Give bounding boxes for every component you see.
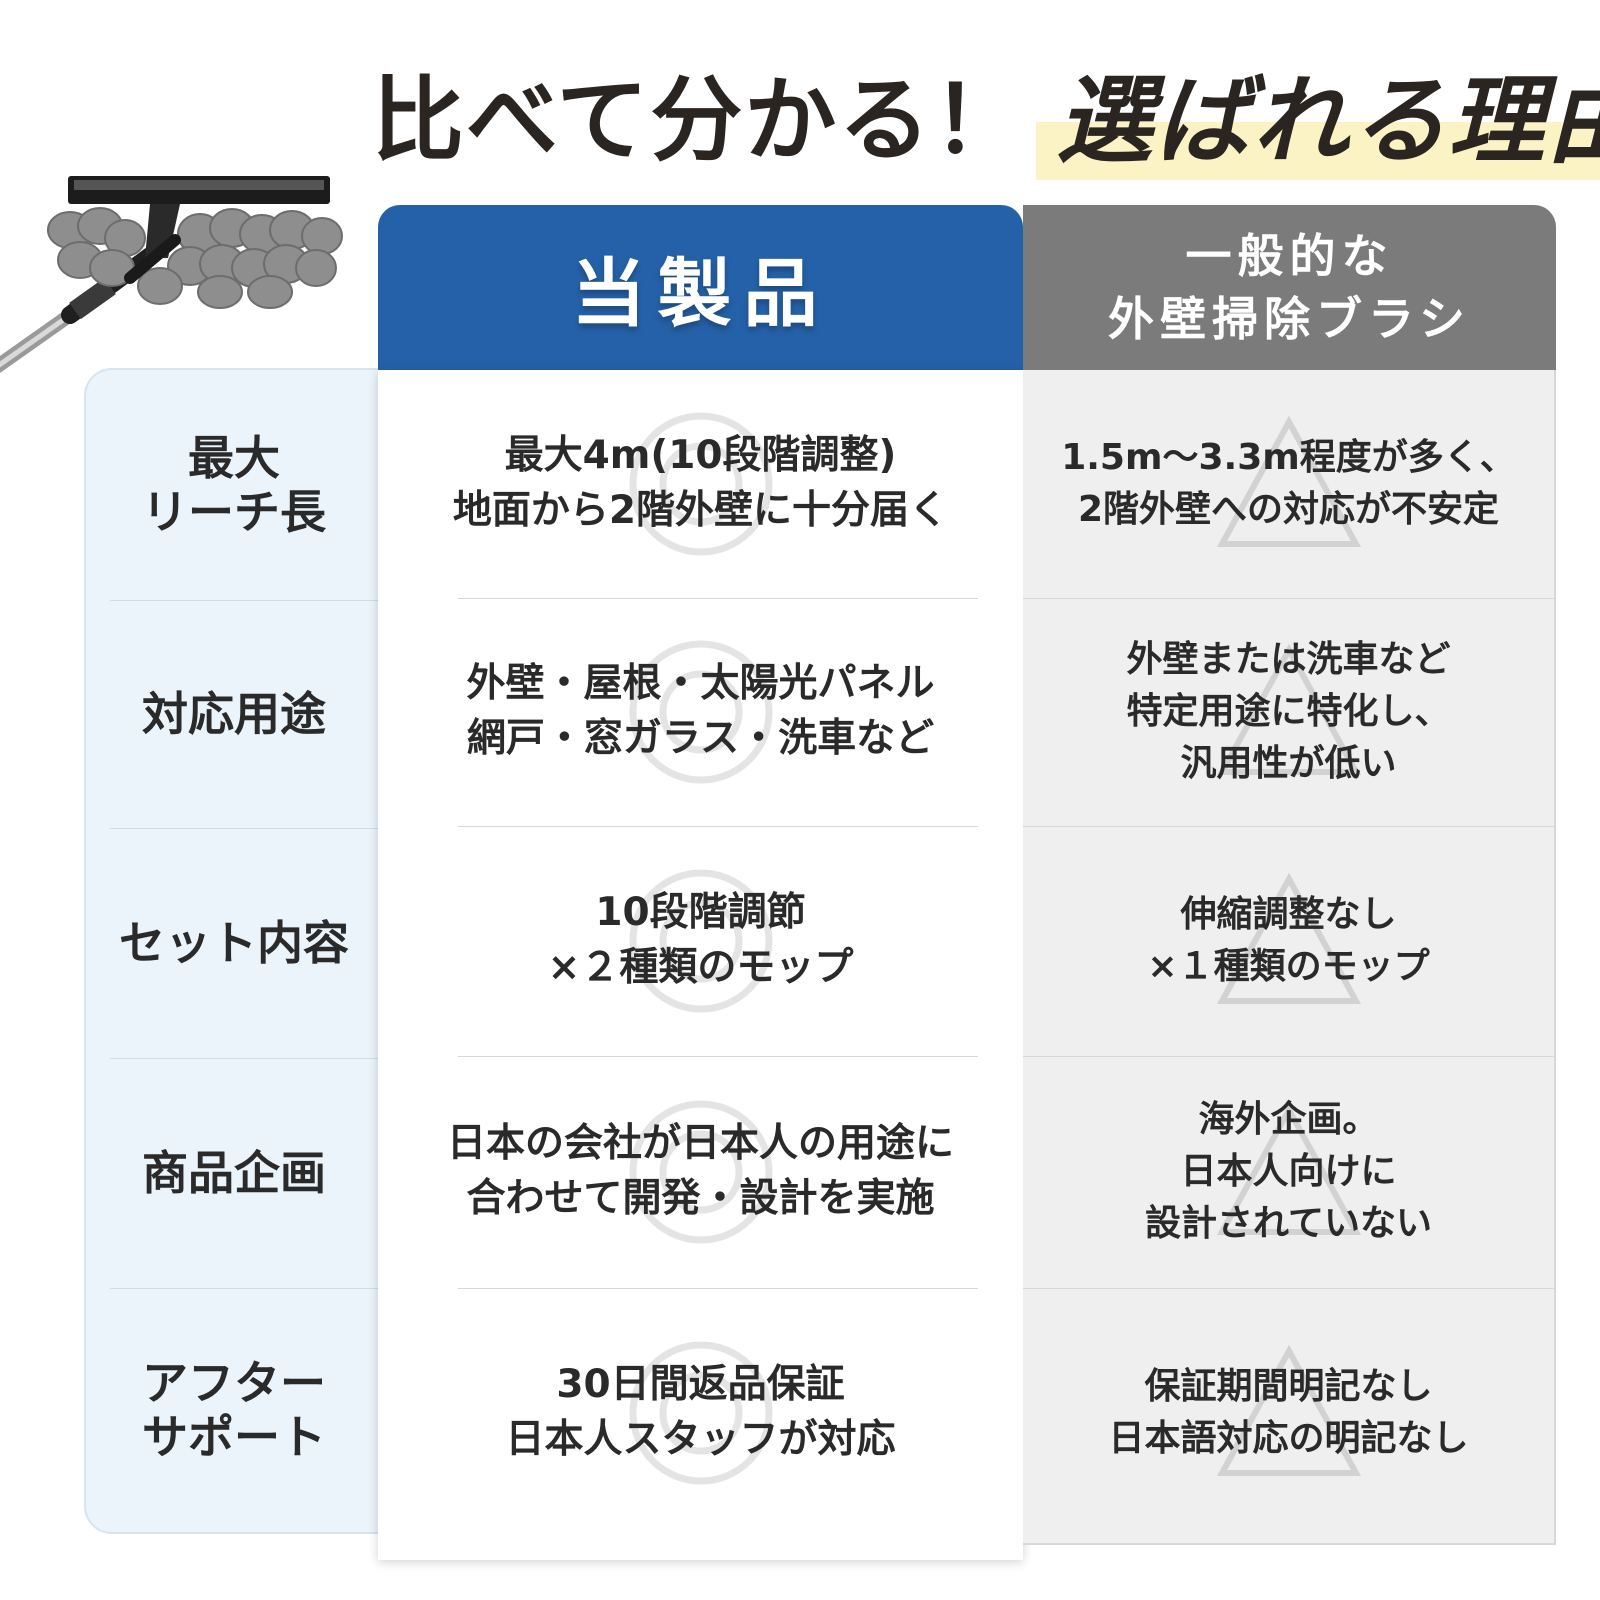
generic-column: 1.5m〜3.3m程度が多く、 2階外壁への対応が不安定 外壁または洗車など 特… (1023, 370, 1556, 1545)
generic-column-header: 一般的な 外壁掃除ブラシ (1023, 205, 1556, 370)
row-divider (110, 600, 382, 601)
product-column: 最大4m(10段階調整) 地面から2階外壁に十分届く 外壁・屋根・太陽光パネル … (378, 370, 1023, 1560)
generic-usage-text: 外壁または洗車など 特定用途に特化し、 汎用性が低い (1126, 638, 1451, 785)
double-circle-icon (629, 412, 772, 556)
generic-cell: 1.5m〜3.3m程度が多く、 2階外壁への対応が不安定 (1023, 370, 1554, 598)
generic-cell: 海外企画。 日本人向けに 設計されていない (1023, 1056, 1554, 1288)
row-label-planning: 商品企画 (142, 1145, 326, 1200)
row-divider (1023, 826, 1554, 827)
row-divider (1023, 1288, 1554, 1289)
triangle-icon (1216, 1103, 1361, 1235)
double-circle-icon (629, 1341, 772, 1485)
double-circle-icon (629, 869, 772, 1013)
product-column-header: 当製品 (378, 205, 1023, 370)
triangle-icon (1216, 643, 1361, 775)
product-set-contents-text: 10段階調節 ×２種類のモップ (547, 890, 854, 990)
mop-product-image (0, 176, 343, 374)
generic-reach-text: 1.5m〜3.3m程度が多く、 2階外壁への対応が不安定 (1061, 436, 1516, 530)
double-circle-icon (629, 1100, 772, 1244)
row-label-after-support: アフター サポート (142, 1355, 326, 1464)
row-label-reach: 最大 リーチ長 (142, 430, 326, 539)
row-divider (458, 826, 978, 827)
row-divider (458, 1288, 978, 1289)
row-divider (1023, 598, 1554, 599)
row-label-usage: 対応用途 (142, 686, 326, 741)
row-label-column: 最大 リーチ長 対応用途 セット内容 商品企画 アフター サポート (84, 368, 384, 1534)
row-divider (1023, 1056, 1554, 1057)
generic-set-contents-text: 伸縮調整なし ×１種類のモップ (1147, 893, 1430, 987)
row-divider (110, 828, 382, 829)
row-divider (458, 1056, 978, 1057)
product-cell: 30日間返品保証 日本人スタッフが対応 (378, 1288, 1023, 1538)
headline-highlight: 選ばれる理由 (1036, 43, 1600, 182)
product-planning-text: 日本の会社が日本人の用途に 合わせて開発・設計を実施 (446, 1121, 954, 1221)
triangle-icon (1216, 415, 1361, 547)
row-divider (110, 1288, 382, 1289)
product-cell: 日本の会社が日本人の用途に 合わせて開発・設計を実施 (378, 1056, 1023, 1288)
generic-planning-text: 海外企画。 日本人向けに 設計されていない (1145, 1098, 1432, 1245)
row-divider (458, 598, 978, 599)
triangle-icon (1216, 872, 1361, 1004)
generic-cell: 外壁または洗車など 特定用途に特化し、 汎用性が低い (1023, 598, 1554, 826)
product-header-label: 当製品 (571, 251, 830, 337)
generic-after-support-text: 保証期間明記なし 日本語対応の明記なし (1108, 1365, 1469, 1459)
product-cell: 外壁・屋根・太陽光パネル 網戸・窓ガラス・洗車など (378, 598, 1023, 826)
product-usage-text: 外壁・屋根・太陽光パネル 網戸・窓ガラス・洗車など (466, 661, 935, 761)
double-circle-icon (629, 640, 772, 784)
generic-cell: 保証期間明記なし 日本語対応の明記なし (1023, 1288, 1554, 1538)
generic-cell: 伸縮調整なし ×１種類のモップ (1023, 826, 1554, 1056)
row-label-set-contents: セット内容 (119, 915, 349, 970)
headline-lead: 比べて分かる！ (372, 66, 1027, 174)
product-reach-text: 最大4m(10段階調整) 地面から2階外壁に十分届く (452, 433, 949, 533)
row-divider (110, 1058, 382, 1059)
generic-header-label: 一般的な 外壁掃除ブラシ (1107, 229, 1472, 346)
product-cell: 最大4m(10段階調整) 地面から2階外壁に十分届く (378, 370, 1023, 598)
headline: 比べて分かる！ 選ばれる理由 (372, 52, 1600, 180)
product-cell: 10段階調節 ×２種類のモップ (378, 826, 1023, 1056)
product-after-support-text: 30日間返品保証 日本人スタッフが対応 (505, 1362, 896, 1462)
triangle-icon (1216, 1344, 1361, 1476)
